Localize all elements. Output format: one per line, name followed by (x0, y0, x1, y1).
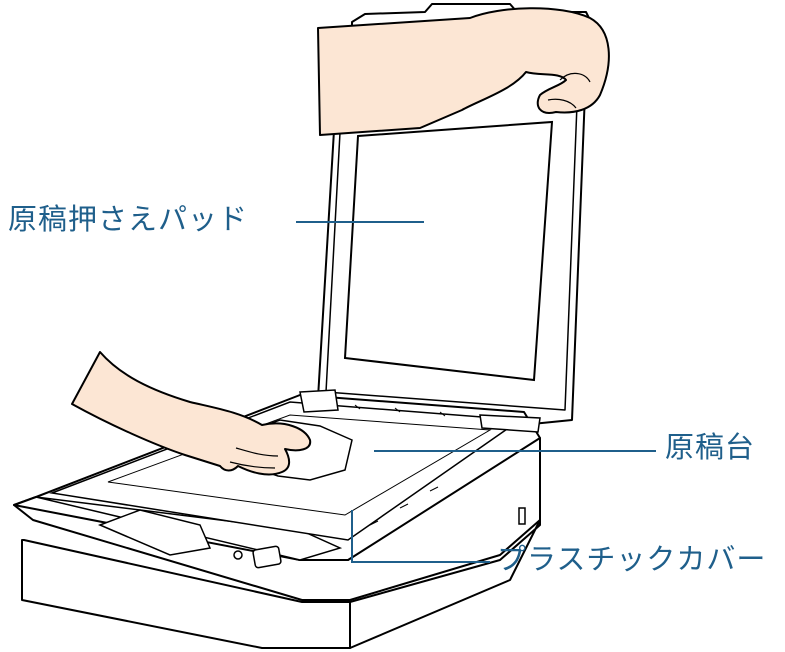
hinge-right (479, 414, 541, 433)
lower-hand-fingers (229, 447, 279, 469)
label-plastic-cover: プラスチックカバー (497, 542, 767, 576)
scan-button (252, 545, 282, 569)
lower-hand (71, 351, 312, 476)
glass-scale-ticks (354, 404, 486, 526)
side-slot (518, 507, 526, 525)
upper-hand-crease (547, 72, 591, 109)
document-pad (343, 120, 554, 382)
hinge-left (299, 389, 339, 413)
label-document-glass: 原稿台 (665, 430, 756, 464)
label-document-pad: 原稿押さえパッド (8, 202, 249, 236)
power-button (233, 550, 243, 560)
front-panel-recess (97, 509, 212, 556)
leader-line-plastic-cover (351, 510, 490, 563)
upper-hand (317, 7, 610, 136)
